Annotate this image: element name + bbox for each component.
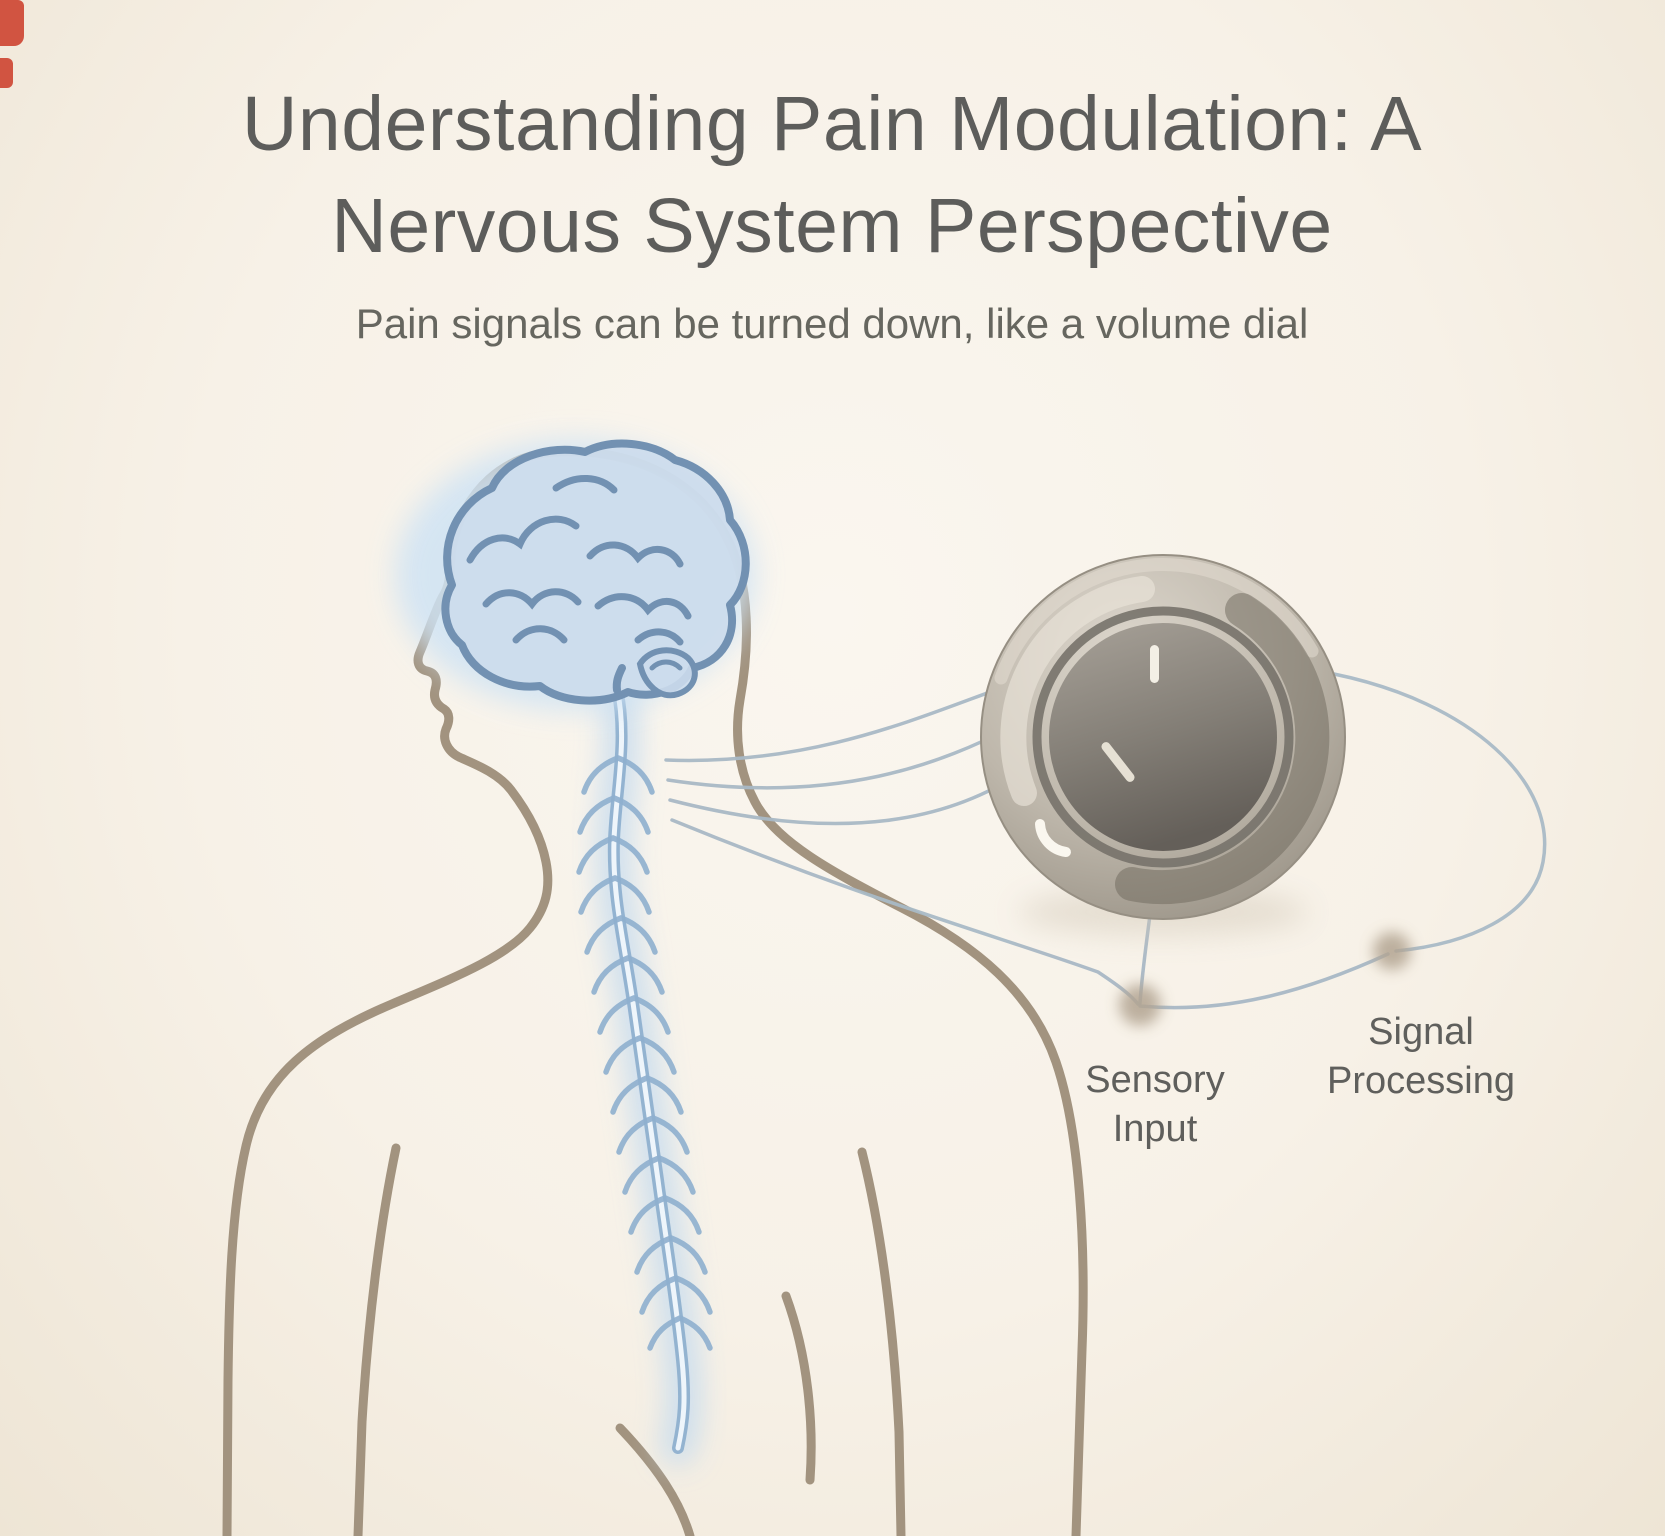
dial-level-arc-light [1000, 576, 1155, 806]
dial-top-highlight [994, 558, 1319, 685]
signal-processing-node [1373, 932, 1411, 970]
volume-dial [980, 554, 1346, 936]
corner-red-mark [0, 0, 24, 46]
label-sensory-input: Sensory Input [1085, 1059, 1225, 1150]
dial-knob [1049, 623, 1277, 851]
nerve-line-4 [670, 818, 1140, 1006]
cerebellum [636, 647, 698, 699]
label-signal-processing: Signal Processing [1327, 1011, 1515, 1102]
page-title: Understanding Pain Modulation: A Nervous… [241, 81, 1423, 269]
dial-indicator-tick [1150, 645, 1159, 683]
dial-reflection-dash [1101, 742, 1135, 782]
nerve-line-dial-to-signal-loop [1332, 672, 1547, 953]
brainstem [612, 664, 626, 694]
silhouette-right-arm-line [857, 1147, 906, 1536]
corner-red-mark-small [0, 58, 13, 88]
brain-gyri [466, 474, 692, 646]
silhouette-hip-line-left [615, 1423, 695, 1536]
silhouette-left-arm-line [353, 1143, 401, 1536]
brain-illustration [395, 439, 755, 710]
nerve-line-2 [666, 724, 1016, 790]
cerebellum-fold [649, 659, 683, 671]
dial-level-arc-dark [1115, 593, 1330, 905]
nerve-branches [576, 755, 713, 1351]
page-subtitle: Pain signals can be turned down, like a … [355, 300, 1309, 347]
dial-crescent-highlight [1035, 819, 1071, 857]
nerve-line-node-to-node [1138, 952, 1390, 1010]
dial-knob-ring [1032, 606, 1294, 868]
nerve-line-1 [664, 680, 1020, 763]
sensory-input-node [1119, 984, 1161, 1026]
silhouette-hip-line-right [781, 1291, 816, 1485]
nerve-line-3 [668, 770, 1024, 826]
signal-nodes [1119, 932, 1411, 1026]
